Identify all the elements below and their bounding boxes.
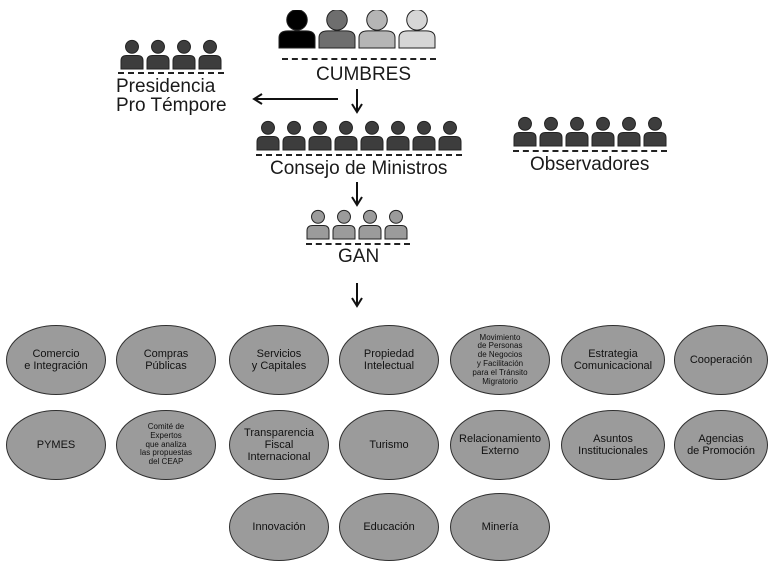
person-icon — [282, 120, 306, 151]
committee-node: Relacionamiento Externo — [450, 410, 550, 480]
committee-node: Estrategia Comunicacional — [561, 325, 665, 395]
person-icon — [360, 120, 384, 151]
person-icon — [198, 39, 222, 70]
person-icon — [358, 9, 396, 49]
committee-node: Cooperación — [674, 325, 768, 395]
consejo-people-group — [256, 120, 464, 157]
committee-node: Comercio e Integración — [6, 325, 106, 395]
committee-node: Propiedad Intelectual — [339, 325, 439, 395]
person-icon — [386, 120, 410, 151]
presidencia-label: Presidencia Pro Témpore — [116, 76, 227, 116]
person-icon — [172, 39, 196, 70]
observadores-dashed-line — [513, 150, 667, 152]
committee-node: Comité de Expertos que analiza las propu… — [116, 410, 216, 480]
consejo-label: Consejo de Ministros — [270, 158, 448, 179]
person-icon — [565, 116, 589, 147]
person-icon — [398, 9, 436, 49]
committee-node: Transparencia Fiscal Internacional — [229, 410, 329, 480]
gan-people-group — [306, 209, 410, 246]
person-icon — [256, 120, 280, 151]
person-icon — [308, 120, 332, 151]
presidencia-dashed-line — [118, 72, 224, 74]
cumbres-people-group — [278, 9, 438, 55]
arrow-cumbres-to-consejo — [351, 89, 363, 114]
consejo-dashed-line — [256, 154, 462, 156]
person-icon — [384, 209, 408, 240]
committee-node: Educación — [339, 493, 439, 561]
committee-node: Minería — [450, 493, 550, 561]
person-icon — [591, 116, 615, 147]
person-icon — [120, 39, 144, 70]
arrow-gan-to-committees — [351, 283, 363, 308]
person-icon — [146, 39, 170, 70]
person-icon — [358, 209, 382, 240]
person-icon — [438, 120, 462, 151]
person-icon — [332, 209, 356, 240]
arrow-consejo-to-gan — [351, 182, 363, 207]
observadores-label: Observadores — [530, 154, 650, 175]
committee-node: PYMES — [6, 410, 106, 480]
person-icon — [539, 116, 563, 147]
person-icon — [643, 116, 667, 147]
person-icon — [278, 9, 316, 49]
cumbres-dashed-line — [282, 58, 436, 60]
person-icon — [513, 116, 537, 147]
person-icon — [412, 120, 436, 151]
person-icon — [334, 120, 358, 151]
cumbres-label: CUMBRES — [316, 64, 412, 85]
committee-node: Compras Públicas — [116, 325, 216, 395]
committee-node: Movimiento de Personas de Negocios y Fac… — [450, 325, 550, 395]
committee-node: Servicios y Capitales — [229, 325, 329, 395]
person-icon — [617, 116, 641, 147]
arrow-to-presidencia — [252, 93, 338, 105]
committee-node: Asuntos Institucionales — [561, 410, 665, 480]
observadores-people-group — [513, 116, 669, 153]
committee-node: Turismo — [339, 410, 439, 480]
committee-node: Innovación — [229, 493, 329, 561]
gan-label: GAN — [338, 246, 380, 267]
person-icon — [318, 9, 356, 49]
presidencia-people-group — [120, 39, 224, 76]
committee-node: Agencias de Promoción — [674, 410, 768, 480]
person-icon — [306, 209, 330, 240]
gan-dashed-line — [306, 243, 410, 245]
